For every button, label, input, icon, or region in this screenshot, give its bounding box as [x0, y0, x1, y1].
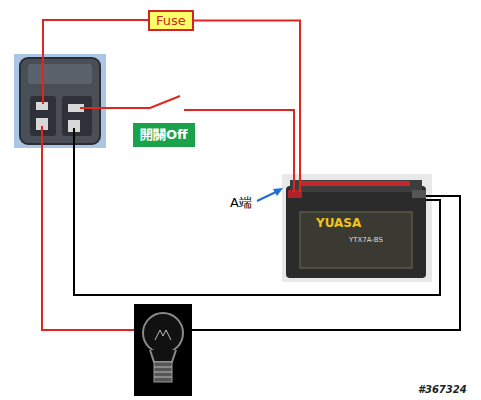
bulb-filament: [155, 330, 171, 340]
relay-photo-ground: [14, 54, 106, 148]
battery-label-panel: [300, 212, 412, 268]
relay-socket: [62, 96, 92, 136]
wire-black: [74, 128, 440, 295]
node-text: 開關Off: [140, 126, 188, 144]
bulb-photo-ground: [134, 304, 192, 396]
relay-body: [20, 58, 100, 144]
terminal-label: A端: [230, 194, 252, 212]
wire-red: [194, 21, 300, 193]
wire-red: [43, 20, 148, 104]
switch-state-box: 開關Off: [133, 123, 195, 147]
node-text: YTX7A-BS: [348, 236, 384, 244]
fuse-box: Fuse: [148, 10, 194, 31]
battery-stripe: [300, 181, 410, 186]
bulb-thread: [154, 367, 172, 377]
node-text: YUASA: [316, 216, 361, 230]
battery: YUASA YTX7A-BS: [286, 186, 426, 278]
wire-black: [192, 196, 460, 330]
node-text: Fuse: [156, 13, 186, 28]
battery-body: [286, 186, 426, 278]
bulb-glass: [143, 313, 183, 353]
wire-red: [42, 126, 134, 330]
switch-blade: [80, 96, 180, 108]
watermark: #367324: [418, 384, 467, 395]
bulb-base: [154, 362, 172, 382]
bulb-neck: [150, 350, 176, 362]
battery-lid: [290, 180, 422, 192]
pointer-arrow: [257, 191, 278, 201]
relay-top: [28, 64, 92, 84]
battery-photo-ground: [282, 174, 432, 282]
wire-red: [184, 110, 294, 192]
battery-negative-terminal: [412, 190, 426, 198]
pointer-arrowhead: [273, 188, 283, 196]
